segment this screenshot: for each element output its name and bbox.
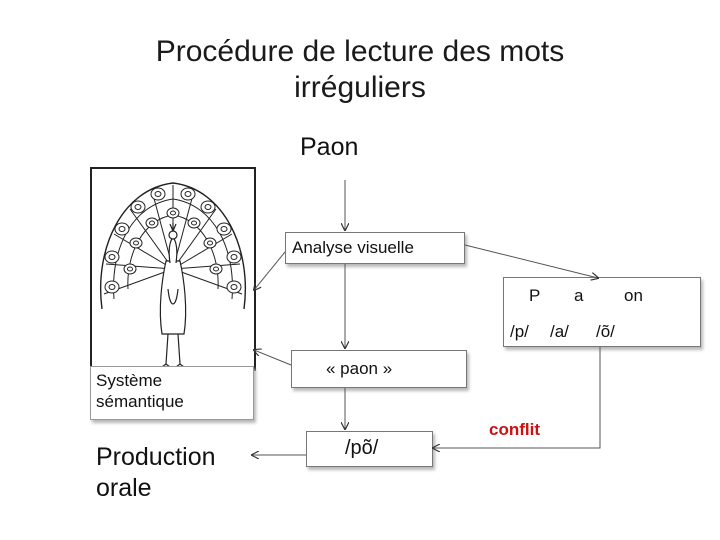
semantic-system-label: Système sémantique [96, 370, 184, 412]
production-line-1: Production [96, 443, 216, 471]
title-line-2: irréguliers [294, 71, 426, 104]
grapheme-p: P [529, 286, 541, 305]
grapheme-phoneme-box: P a on /p/ /a/ /õ/ [503, 277, 701, 347]
phonological-box: /põ/ [306, 431, 433, 467]
lexical-box: « paon » [291, 350, 467, 388]
phoneme-a: /a/ [550, 322, 569, 341]
phoneme-p: /p/ [510, 322, 529, 341]
input-word: Paon [300, 133, 359, 161]
peacock-image [90, 167, 256, 371]
phoneme-on: /õ/ [596, 322, 615, 341]
semantic-line-1: Système [96, 371, 163, 390]
grapheme-on: on [624, 286, 643, 305]
production-line-2: orale [96, 474, 152, 502]
diagram-title: Procédure de lecture des mots irrégulier… [0, 34, 720, 106]
arrow-analysis-to-image [254, 251, 286, 290]
peacock-icon [100, 182, 246, 368]
visual-analysis-box: Analyse visuelle [285, 232, 465, 264]
arrow-conflict-route [433, 347, 601, 448]
title-line-1: Procédure de lecture des mots [155, 35, 565, 68]
lexical-label: « paon » [326, 359, 393, 378]
visual-analysis-label: Analyse visuelle [292, 238, 414, 257]
conflict-label: conflit [489, 420, 540, 439]
semantic-system-box [90, 366, 254, 420]
oral-production-label: Production orale [96, 442, 216, 504]
phonological-label: /põ/ [345, 437, 379, 459]
arrow-lexical-to-semantic [254, 350, 292, 366]
grapheme-a: a [574, 286, 584, 305]
arrow-analysis-to-graphemes [464, 244, 598, 278]
semantic-line-2: sémantique [96, 392, 184, 411]
